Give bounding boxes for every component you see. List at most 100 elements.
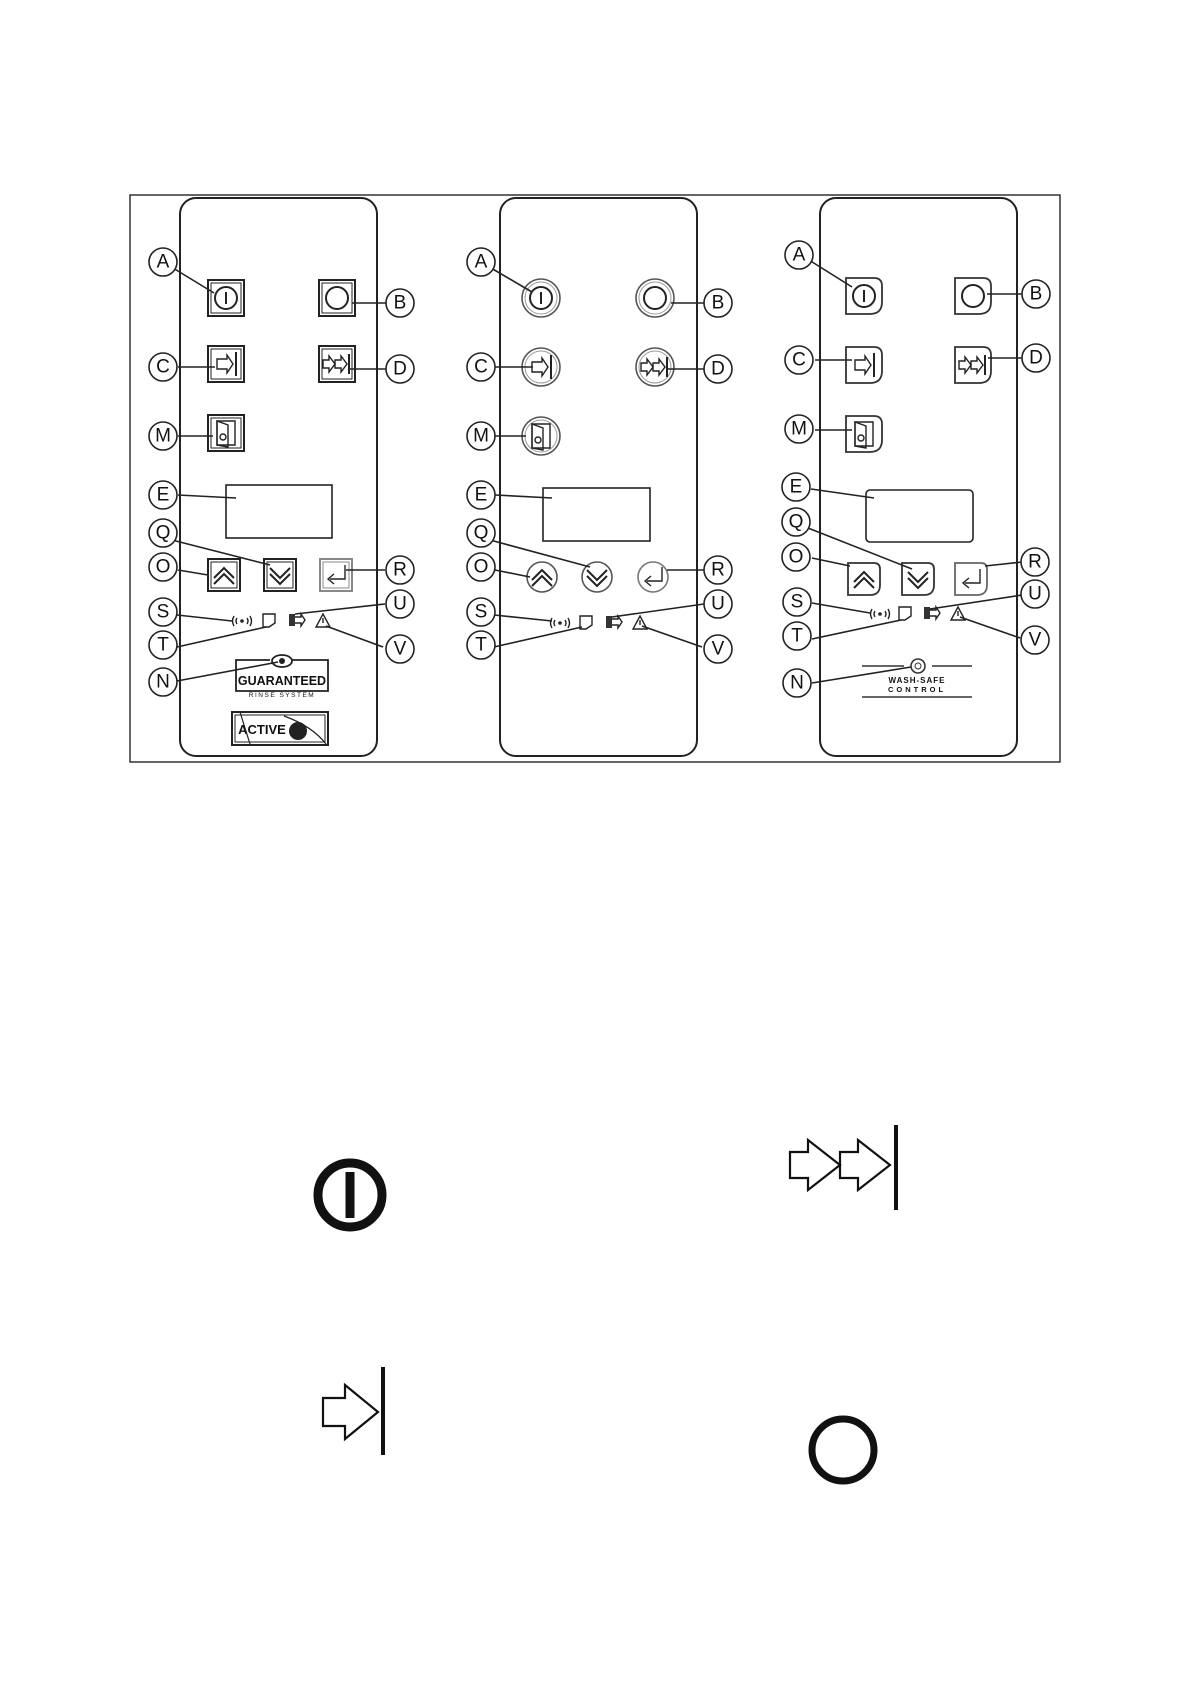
svg-text:D: D (711, 359, 725, 380)
control-text: CONTROL (888, 685, 946, 694)
power-on-icon (852, 284, 876, 308)
enter-button[interactable] (954, 562, 988, 596)
down-button[interactable] (263, 558, 297, 592)
callout-d: D (703, 354, 733, 384)
svg-text:V: V (712, 639, 725, 660)
svg-text:U: U (393, 594, 407, 615)
panel-body (819, 197, 1018, 757)
power-off-icon (961, 284, 985, 308)
up-chevron-icon (213, 567, 235, 585)
svg-text:N: N (790, 673, 804, 694)
svg-text:V: V (394, 639, 407, 660)
single-arrow-icon (216, 351, 237, 377)
power-off-button[interactable] (318, 279, 356, 317)
callout-n: N (148, 667, 178, 697)
power-on-button[interactable] (845, 277, 883, 315)
door-icon (854, 421, 874, 449)
large-single-arrow-icon (321, 1367, 385, 1455)
enter-icon (644, 566, 663, 587)
wave-icon (231, 615, 253, 627)
svg-text:S: S (475, 602, 488, 623)
power-on-icon (214, 286, 238, 310)
wash-safe-text: WASH-SAFE (889, 676, 946, 685)
leader-lines (807, 259, 1024, 684)
svg-text:R: R (1028, 552, 1042, 573)
up-button[interactable] (526, 561, 558, 593)
svg-text:C: C (792, 350, 806, 371)
single-arrow-icon (531, 354, 552, 380)
callout-e: E (148, 480, 178, 510)
power-on-icon (529, 286, 553, 310)
power-on-button[interactable] (207, 279, 245, 317)
up-chevron-icon (853, 571, 875, 589)
svg-text:E: E (475, 485, 488, 506)
guaranteed-rinse-logo: GUARANTEED RINSE SYSTEM (235, 654, 329, 699)
svg-text:O: O (156, 557, 171, 578)
callout-b: B (1021, 279, 1051, 309)
callout-q: Q (466, 518, 496, 548)
svg-text:E: E (790, 477, 803, 498)
callout-u: U (385, 589, 415, 619)
svg-text:R: R (711, 560, 725, 581)
up-button[interactable] (207, 558, 241, 592)
svg-text:T: T (475, 635, 487, 656)
svg-text:M: M (791, 419, 807, 440)
single-arrow-icon (854, 352, 875, 378)
double-cycle-button[interactable] (635, 347, 675, 387)
double-cycle-button[interactable] (318, 345, 356, 383)
power-off-icon (643, 286, 667, 310)
active-text: ACTIVE (238, 722, 286, 737)
svg-text:B: B (712, 293, 725, 314)
svg-text:C: C (156, 357, 170, 378)
power-off-button[interactable] (954, 277, 992, 315)
power-off-button[interactable] (635, 278, 675, 318)
display-screen (865, 489, 974, 543)
large-double-arrow-icon (788, 1125, 898, 1210)
callout-a: A (148, 247, 178, 277)
svg-text:U: U (1028, 584, 1042, 605)
svg-text:R: R (393, 560, 407, 581)
callout-u: U (703, 589, 733, 619)
leader-lines (489, 267, 706, 648)
svg-text:M: M (473, 426, 489, 447)
single-cycle-button[interactable] (845, 346, 883, 384)
callout-t: T (782, 621, 812, 651)
panel-body (179, 197, 378, 757)
diagram-frame (129, 194, 1061, 763)
callout-v: V (1020, 625, 1050, 655)
svg-text:O: O (789, 547, 804, 568)
enter-button[interactable] (319, 558, 353, 592)
callout-s: S (782, 587, 812, 617)
down-button[interactable] (901, 562, 935, 596)
callout-c: C (148, 352, 178, 382)
callout-d: D (385, 354, 415, 384)
svg-text:D: D (1029, 348, 1043, 369)
power-off-icon (325, 286, 349, 310)
callout-d: D (1021, 343, 1051, 373)
door-button[interactable] (207, 414, 245, 452)
callout-v: V (385, 634, 415, 664)
down-button[interactable] (581, 561, 613, 593)
enter-button[interactable] (637, 561, 669, 593)
svg-text:A: A (475, 252, 488, 273)
single-cycle-button[interactable] (207, 345, 245, 383)
door-button[interactable] (845, 415, 883, 453)
large-power-on-icon (313, 1158, 387, 1232)
power-on-button[interactable] (521, 278, 561, 318)
svg-text:N: N (156, 672, 170, 693)
double-cycle-button[interactable] (954, 346, 992, 384)
callout-c: C (784, 345, 814, 375)
control-panel-3: WASH-SAFE CONTROL A B C D M E Q O R (781, 197, 1051, 757)
svg-text:M: M (155, 426, 171, 447)
callout-e: E (781, 472, 811, 502)
double-arrow-icon (640, 356, 668, 378)
panel-body (499, 197, 698, 757)
svg-text:Q: Q (474, 523, 489, 544)
up-button[interactable] (847, 562, 881, 596)
callout-m: M (784, 414, 814, 444)
svg-text:Q: Q (156, 523, 171, 544)
rinse-aid-icon (898, 606, 912, 621)
callout-t: T (148, 630, 178, 660)
svg-text:S: S (157, 602, 170, 623)
door-button[interactable] (521, 416, 561, 456)
